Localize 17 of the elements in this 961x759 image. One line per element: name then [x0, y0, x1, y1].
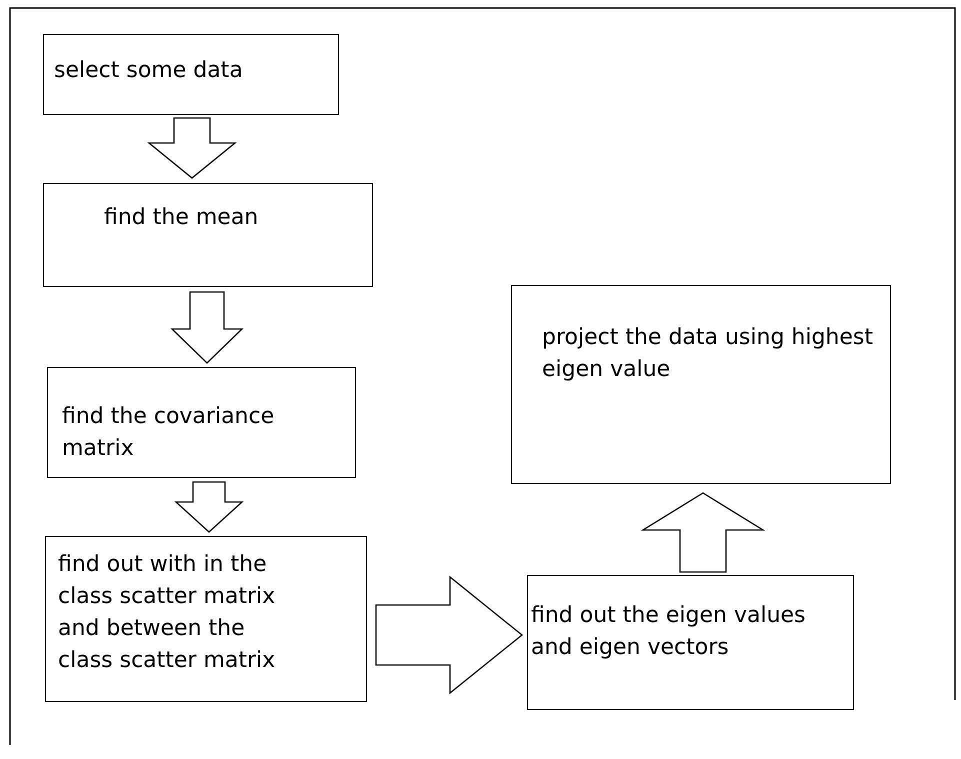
step-text: project the data using highest eigen value: [542, 324, 874, 384]
block-arrow: [170, 291, 244, 364]
process-box: [43, 183, 373, 287]
process-box: [511, 285, 891, 484]
step-text: select some data: [54, 57, 244, 85]
process-box: [47, 367, 356, 478]
step-text: find out with in the class scatter matrix and between the class scatter matrix: [58, 551, 276, 675]
block-arrow: [640, 492, 766, 573]
step-text: find the mean: [104, 204, 260, 232]
step-text: find the covariance matrix: [62, 403, 276, 463]
block-arrow: [174, 481, 244, 533]
block-arrow: [375, 576, 524, 694]
step-text: find out the eigen values and eigen vectors: [531, 602, 807, 662]
process-box: [45, 536, 367, 702]
block-arrow: [147, 117, 237, 179]
process-box: [527, 575, 854, 710]
process-box: [43, 34, 339, 115]
